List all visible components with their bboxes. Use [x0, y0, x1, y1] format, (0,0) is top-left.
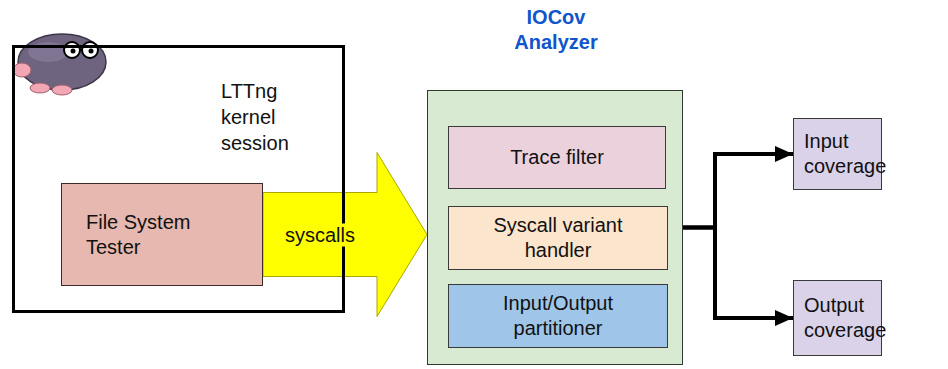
box-label: Input/Output partitioner	[478, 291, 638, 341]
box-label: Input coverage	[804, 129, 869, 179]
syscall-arrow	[263, 153, 427, 317]
output-box: Output coverage	[793, 280, 882, 356]
box-label: Output coverage	[804, 293, 869, 343]
mole-illustration	[13, 34, 106, 95]
box-label: Trace filter	[510, 145, 604, 170]
process-box: Input/Output partitioner	[448, 284, 668, 348]
box-label: Syscall variant handler	[478, 213, 638, 263]
flow-arrow	[683, 154, 793, 228]
flow-arrow	[683, 228, 793, 319]
panel-heading: IOCov Analyzer	[496, 5, 616, 55]
edge-label: syscalls	[285, 223, 355, 246]
process-box: Trace filter	[448, 126, 666, 189]
analyzer-panel: IOCov AnalyzerTrace filterSyscall varian…	[427, 90, 683, 365]
process-box: File System Tester	[61, 183, 263, 286]
process-box: Syscall variant handler	[448, 206, 668, 270]
frame-label: LTTng kernel session	[221, 78, 311, 156]
session-frame: LTTng kernel sessionFile System Tester	[12, 45, 345, 313]
box-label: File System Tester	[86, 210, 236, 260]
output-box: Input coverage	[793, 118, 882, 190]
